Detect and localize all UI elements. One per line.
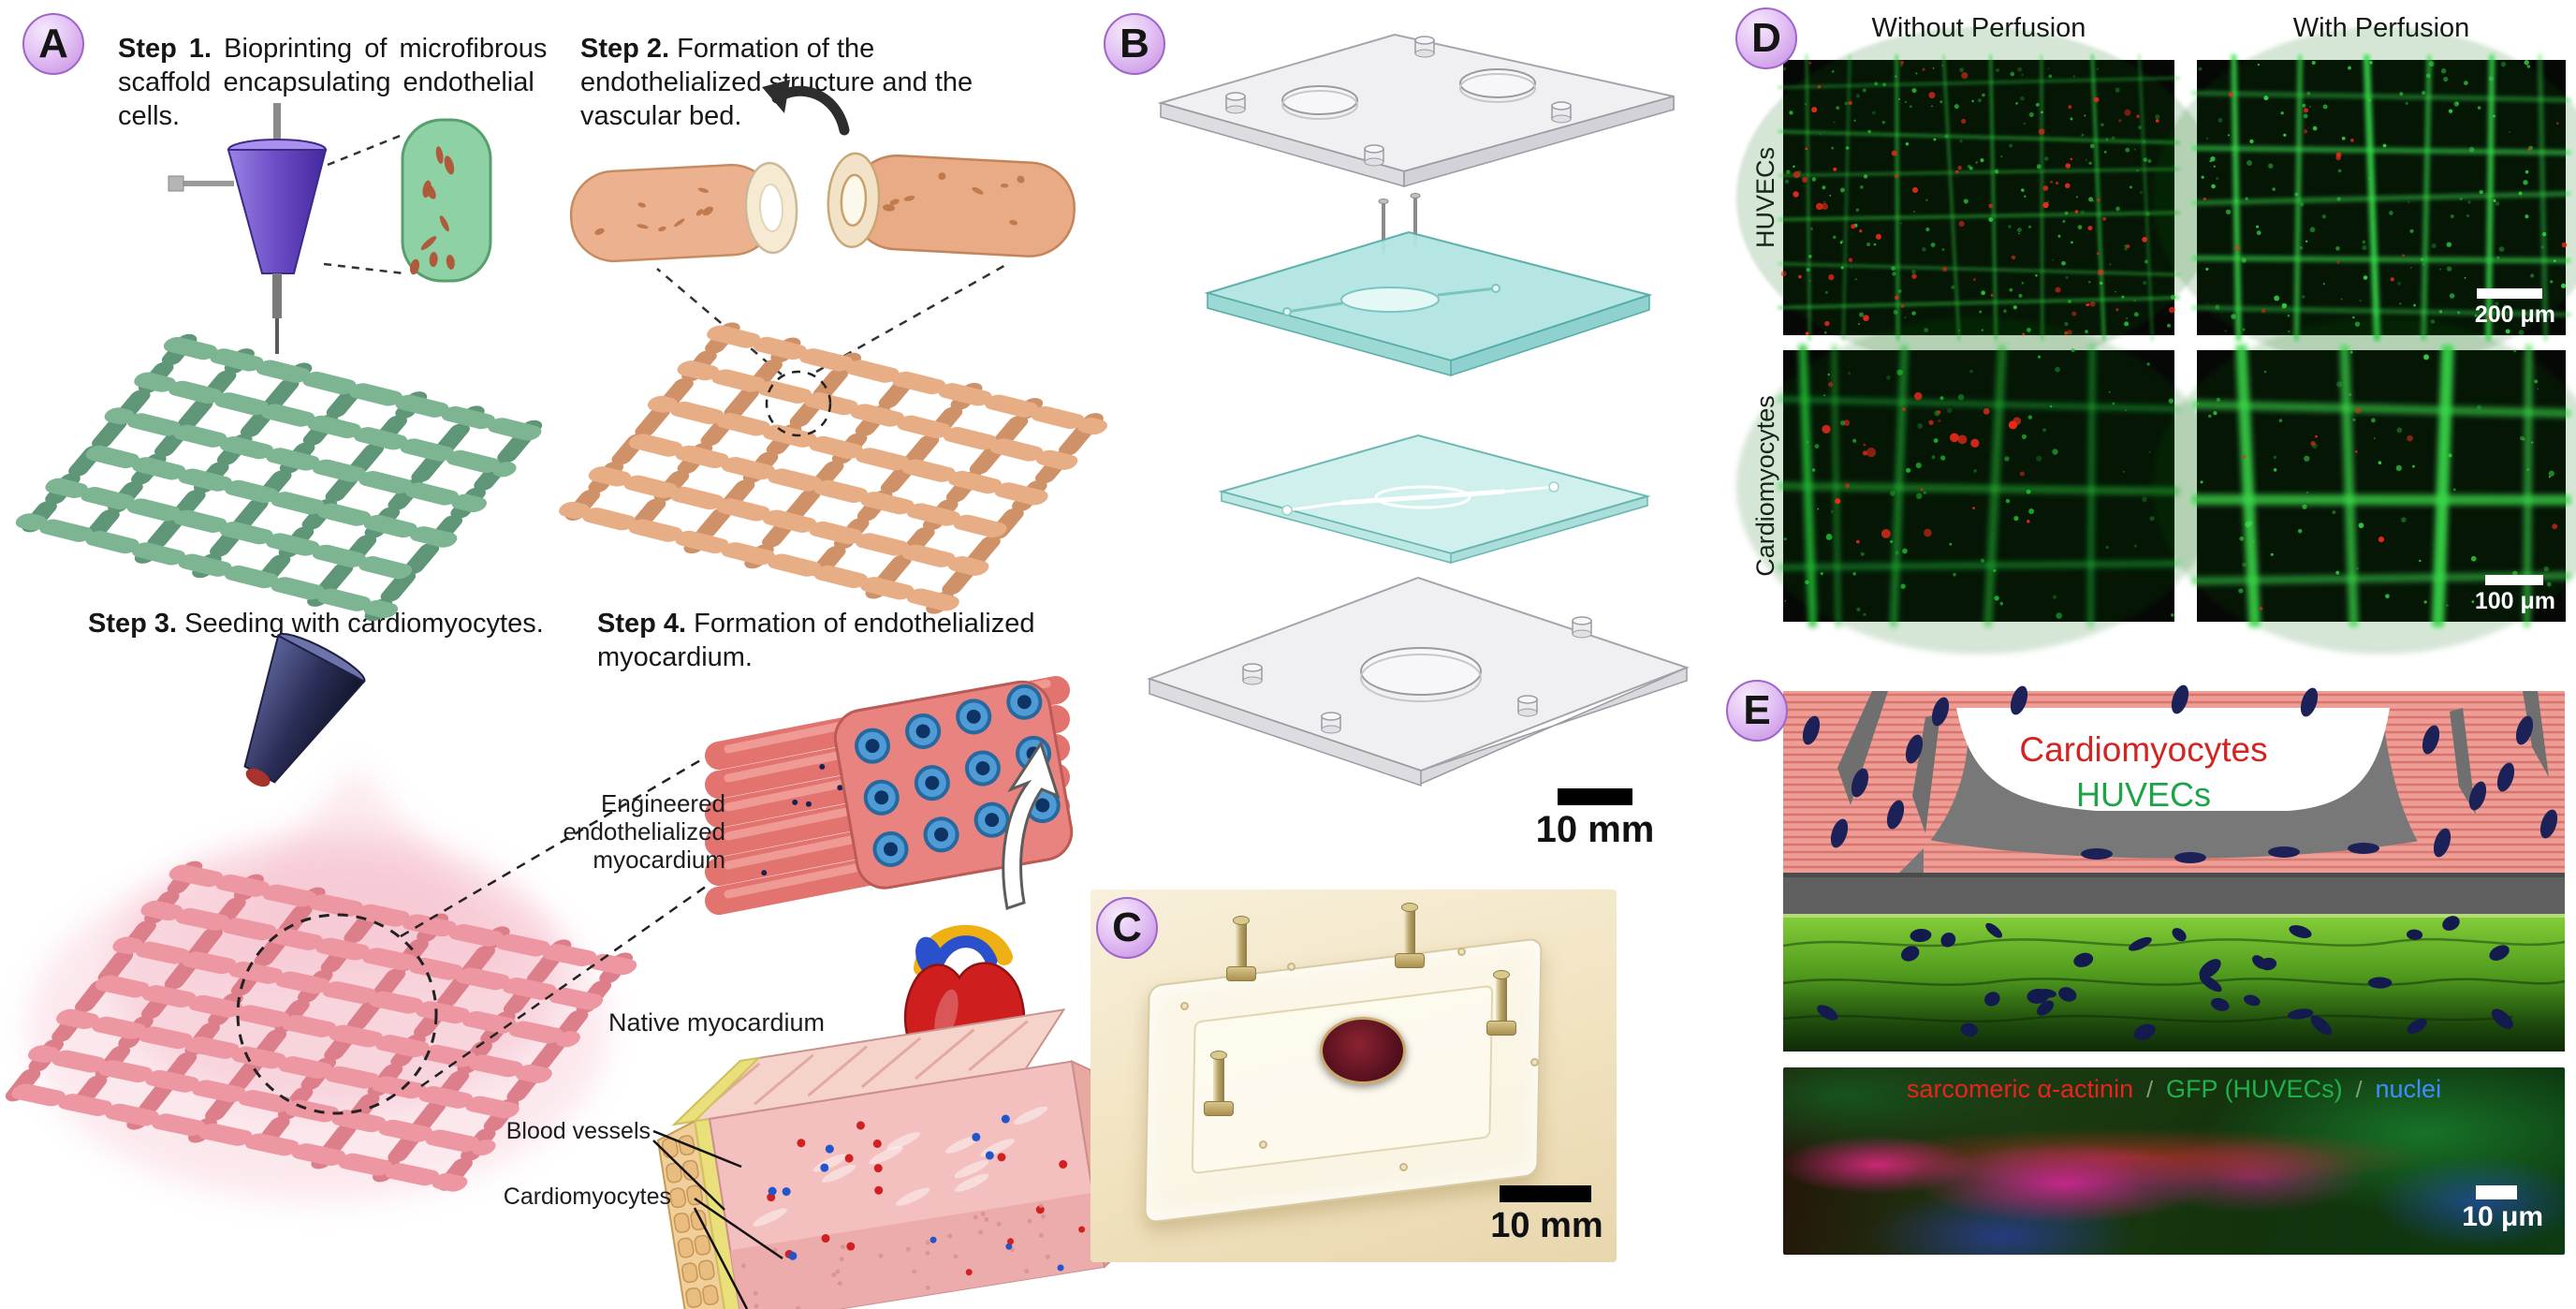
- bioreactor-exploded-view: [1147, 33, 1690, 787]
- stain-legend: sarcomeric α-actinin / GFP (HUVECs) / nu…: [1783, 1075, 2565, 1104]
- engineered-myocardium-bundle: [705, 676, 1074, 915]
- panel-b-badge: B: [1104, 13, 1165, 75]
- bolt: [1204, 1051, 1234, 1122]
- micrograph-huvecs-without-perfusion: [1735, 26, 2222, 369]
- step1-label: Step 1.: [118, 34, 212, 64]
- cardiomyocytes-pointer-label: Cardiomyocytes: [503, 1184, 671, 1210]
- step2-text: Formation of the endothelialized structu…: [580, 34, 973, 131]
- panel-d-top-scalebar-label: 200 μm: [2474, 302, 2555, 328]
- schematic-label-cardiomyocytes: Cardiomyocytes: [2019, 730, 2268, 769]
- panel-b-badge-letter: B: [1120, 21, 1149, 66]
- stain-label-sarcomeric-actinin: sarcomeric α-actinin: [1906, 1075, 2134, 1103]
- bolt: [1226, 916, 1256, 987]
- panel-e-scalebar: [2476, 1185, 2517, 1199]
- step3-text: Seeding with cardiomyocytes.: [184, 609, 544, 639]
- native-myocardium-block: [656, 1007, 1120, 1309]
- step2-caption: Step 2. Formation of the endothelialized…: [580, 32, 1056, 133]
- step3-label: Step 3.: [88, 609, 178, 639]
- endothelialized-myocardium-schematic: [1782, 684, 2566, 1052]
- immunostaining-image: sarcomeric α-actinin / GFP (HUVECs) / nu…: [1783, 1067, 2565, 1255]
- stain-separator: /: [2355, 1077, 2363, 1103]
- panel-b-scalebar: [1558, 788, 1632, 805]
- panel-e-scalebar-label: 10 μm: [2462, 1201, 2543, 1232]
- panel-d-bottom-scalebar: [2485, 575, 2543, 585]
- step3-caption: Step 3. Seeding with cardiomyocytes.: [88, 607, 593, 640]
- panel-d-bottom-scalebar-label: 100 μm: [2474, 588, 2555, 614]
- bolt: [1395, 903, 1425, 974]
- schematic-label-huvecs: HUVECs: [2075, 775, 2212, 814]
- panel-e-badge-letter: E: [1743, 687, 1771, 733]
- blood-vessels-label: Blood vessels: [505, 1118, 651, 1144]
- arrow-to-engineered: [1002, 740, 1061, 910]
- micrograph-cardiomyocytes-with-perfusion: [2152, 317, 2576, 654]
- bolt: [1486, 970, 1516, 1041]
- native-myocardium-label: Native myocardium: [607, 1008, 826, 1037]
- step4-caption: Step 4. Formation of endothelialized myo…: [597, 607, 1058, 674]
- panel-d-badge-letter: D: [1751, 15, 1781, 61]
- panel-d-badge: D: [1735, 7, 1797, 69]
- step1-text: Bioprinting of microfibrous scaffold enc…: [118, 34, 548, 131]
- panel-c-scalebar: [1500, 1185, 1591, 1202]
- step2-illustration: [559, 80, 1107, 614]
- stain-label-gfp-huvecs: GFP (HUVECs): [2166, 1075, 2343, 1103]
- panel-c-badge-letter: C: [1112, 905, 1142, 950]
- step4-text: Formation of endothelialized myocardium.: [597, 609, 1035, 672]
- panel-d-top-scalebar: [2477, 288, 2542, 299]
- step2-label: Step 2.: [580, 34, 670, 64]
- step3-step4-illustration: [0, 633, 1120, 1309]
- panel-c-scalebar-label: 10 mm: [1490, 1206, 1603, 1245]
- engineered-myocardium-label: Engineered endothelialized myocardium: [563, 789, 725, 874]
- panel-e-badge: E: [1726, 680, 1788, 742]
- step4-label: Step 4.: [597, 609, 687, 639]
- panel-b-scalebar-label: 10 mm: [1535, 809, 1655, 850]
- step1-illustration: [15, 103, 547, 622]
- panel-a-badge-letter: A: [38, 21, 68, 66]
- step1-caption: Step 1. Bioprinting of microfibrous scaf…: [118, 32, 564, 133]
- stain-label-nuclei: nuclei: [2375, 1075, 2442, 1103]
- stain-separator: /: [2146, 1077, 2154, 1103]
- panel-a-badge: A: [22, 13, 84, 75]
- micrograph-cardiomyocytes-without-perfusion: [1735, 317, 2222, 654]
- tissue-chamber: [1320, 1017, 1406, 1084]
- panel-c-badge: C: [1096, 897, 1158, 959]
- bioreactor-photo: 10 mm: [1090, 890, 1617, 1262]
